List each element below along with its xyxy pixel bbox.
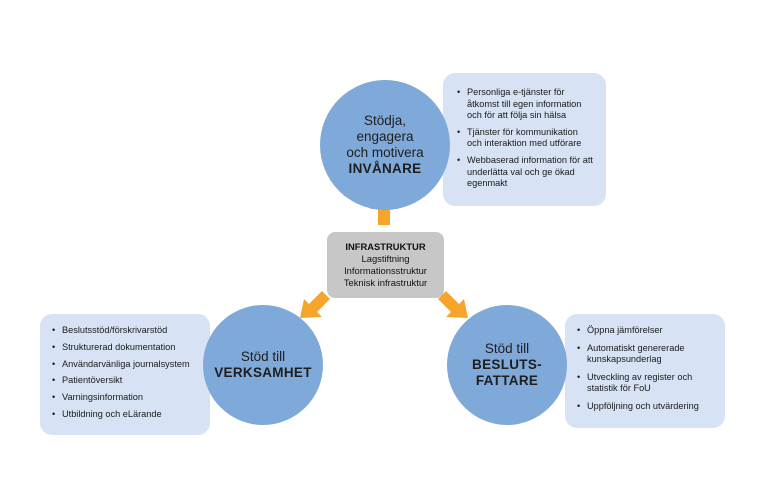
list-item: Webbaserad information för att underlätt… (457, 155, 594, 190)
arrow-down-right-icon (438, 291, 468, 318)
infrastruktur-line: Teknisk infrastruktur (343, 277, 428, 288)
panel-beslutsfattare: Öppna jämförelser Automatiskt genererade… (565, 314, 725, 428)
list-item: Patientöversikt (52, 375, 200, 387)
list-item: Varningsinformation (52, 392, 200, 404)
panel-invanare: Personliga e-tjänster för åtkomst till e… (443, 73, 606, 206)
invanare-list: Personliga e-tjänster för åtkomst till e… (457, 87, 594, 190)
circle-heading: VERKSAMHET (214, 365, 312, 380)
list-item: Automatiskt genererade kunskapsunderlag (577, 343, 717, 366)
beslutsfattare-list: Öppna jämförelser Automatiskt genererade… (577, 325, 717, 413)
arrow-down-left-icon (300, 291, 330, 318)
list-item: Tjänster för kommunikation och interakti… (457, 127, 594, 150)
circle-heading: BESLUTS- (472, 357, 542, 372)
circle-beslutsfattare: Stöd till BESLUTS- FATTARE (447, 305, 567, 425)
list-item: Beslutsstöd/förskrivarstöd (52, 325, 200, 337)
infrastruktur-heading: INFRASTRUKTUR (345, 241, 426, 252)
circle-line: engagera (356, 129, 414, 144)
infrastruktur-line: Lagstiftning (361, 253, 410, 264)
list-item: Uppföljning och utvärdering (577, 401, 717, 413)
list-item: Personliga e-tjänster för åtkomst till e… (457, 87, 594, 122)
verksamhet-list: Beslutsstöd/förskrivarstöd Strukturerad … (52, 325, 200, 421)
list-item: Strukturerad dokumentation (52, 342, 200, 354)
circle-line: Stöd till (240, 349, 286, 364)
circle-line: och motivera (346, 145, 424, 160)
circle-heading: FATTARE (475, 373, 539, 388)
infrastruktur-box: INFRASTRUKTUR Lagstiftning Informationss… (327, 232, 444, 298)
list-item: Utveckling av register och statistik för… (577, 372, 717, 395)
list-item: Utbildning och eLärande (52, 409, 200, 421)
circle-invanare: Stödja, engagera och motivera INVÅNARE (320, 80, 450, 210)
panel-verksamhet: Beslutsstöd/förskrivarstöd Strukturerad … (40, 314, 210, 435)
circle-verksamhet: Stöd till VERKSAMHET (203, 305, 323, 425)
list-item: Användarvänliga journalsystem (52, 359, 200, 371)
list-item: Öppna jämförelser (577, 325, 717, 337)
circle-heading: INVÅNARE (348, 161, 422, 176)
infrastruktur-line: Informationsstruktur (344, 265, 427, 276)
circle-line: Stöd till (484, 341, 530, 356)
circle-line: Stödja, (363, 113, 407, 128)
